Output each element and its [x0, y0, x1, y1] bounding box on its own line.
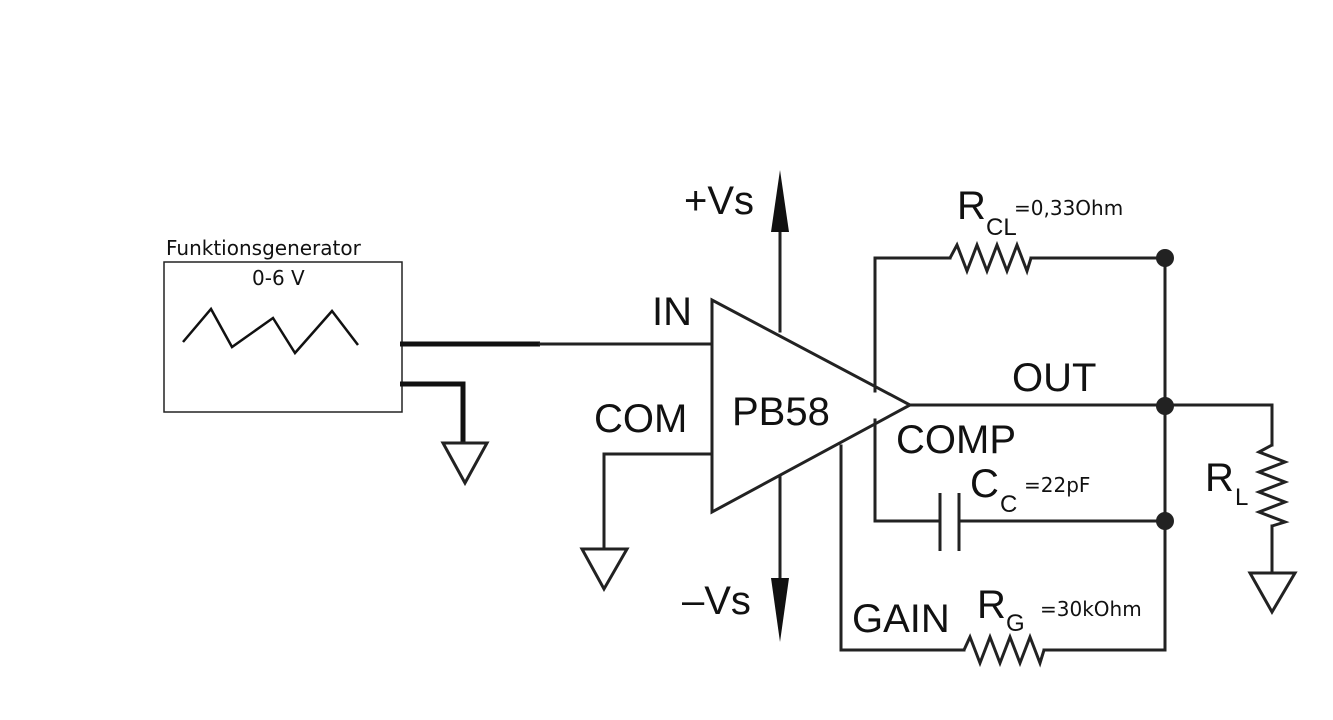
amplifier-pb58: PB58 — [710, 297, 914, 515]
rg-value: =30kOhm — [1040, 597, 1142, 621]
triangle-wave-icon — [182, 306, 359, 356]
generator-box — [163, 261, 403, 413]
pin-in-label: IN — [652, 290, 692, 334]
pin-com-label: COM — [594, 397, 687, 441]
pin-gain-label: GAIN — [852, 597, 950, 641]
op-amp-triangle — [710, 297, 914, 515]
junction-dot-cc — [1156, 512, 1174, 530]
rl-subscript: L — [1235, 484, 1248, 511]
wire-com — [602, 452, 714, 550]
resistor-rcl — [948, 240, 1033, 276]
amplifier-name: PB58 — [732, 390, 830, 434]
pin-comp-label: COMP — [896, 418, 1016, 462]
arrow-down-icon — [771, 578, 789, 642]
cc-symbol: C — [970, 462, 999, 506]
ground-symbol-load — [1247, 571, 1298, 616]
rg-subscript: G — [1006, 610, 1025, 637]
junction-dot-rcl — [1156, 249, 1174, 267]
generator-ground-lead — [400, 381, 466, 442]
resistor-rl — [1254, 443, 1290, 528]
junction-dot-out — [1156, 397, 1174, 415]
rg-symbol: R — [977, 583, 1006, 627]
cc-value: =22pF — [1024, 473, 1090, 497]
rcl-symbol: R — [957, 184, 986, 228]
rcl-value: =0,33Ohm — [1014, 196, 1123, 220]
generator-range: 0-6 V — [252, 266, 305, 290]
generator-title: Funktionsgenerator — [166, 236, 362, 260]
cc-subscript: C — [1000, 491, 1017, 518]
rcl-subscript: CL — [986, 214, 1017, 241]
rl-symbol: R — [1205, 456, 1234, 500]
arrow-up-icon — [771, 170, 789, 232]
wire-rcl-left — [873, 256, 952, 393]
positive-supply-label: +Vs — [684, 179, 754, 223]
function-generator: Funktionsgenerator 0-6 V — [163, 236, 403, 413]
ground-symbol-generator — [440, 441, 490, 487]
ground-symbol-com — [579, 547, 630, 593]
resistor-rg — [962, 632, 1046, 668]
negative-supply-label: –Vs — [682, 579, 751, 623]
wire-cc-left — [873, 418, 940, 523]
pin-out-label: OUT — [1012, 356, 1096, 400]
wire-rg-left — [839, 444, 966, 652]
